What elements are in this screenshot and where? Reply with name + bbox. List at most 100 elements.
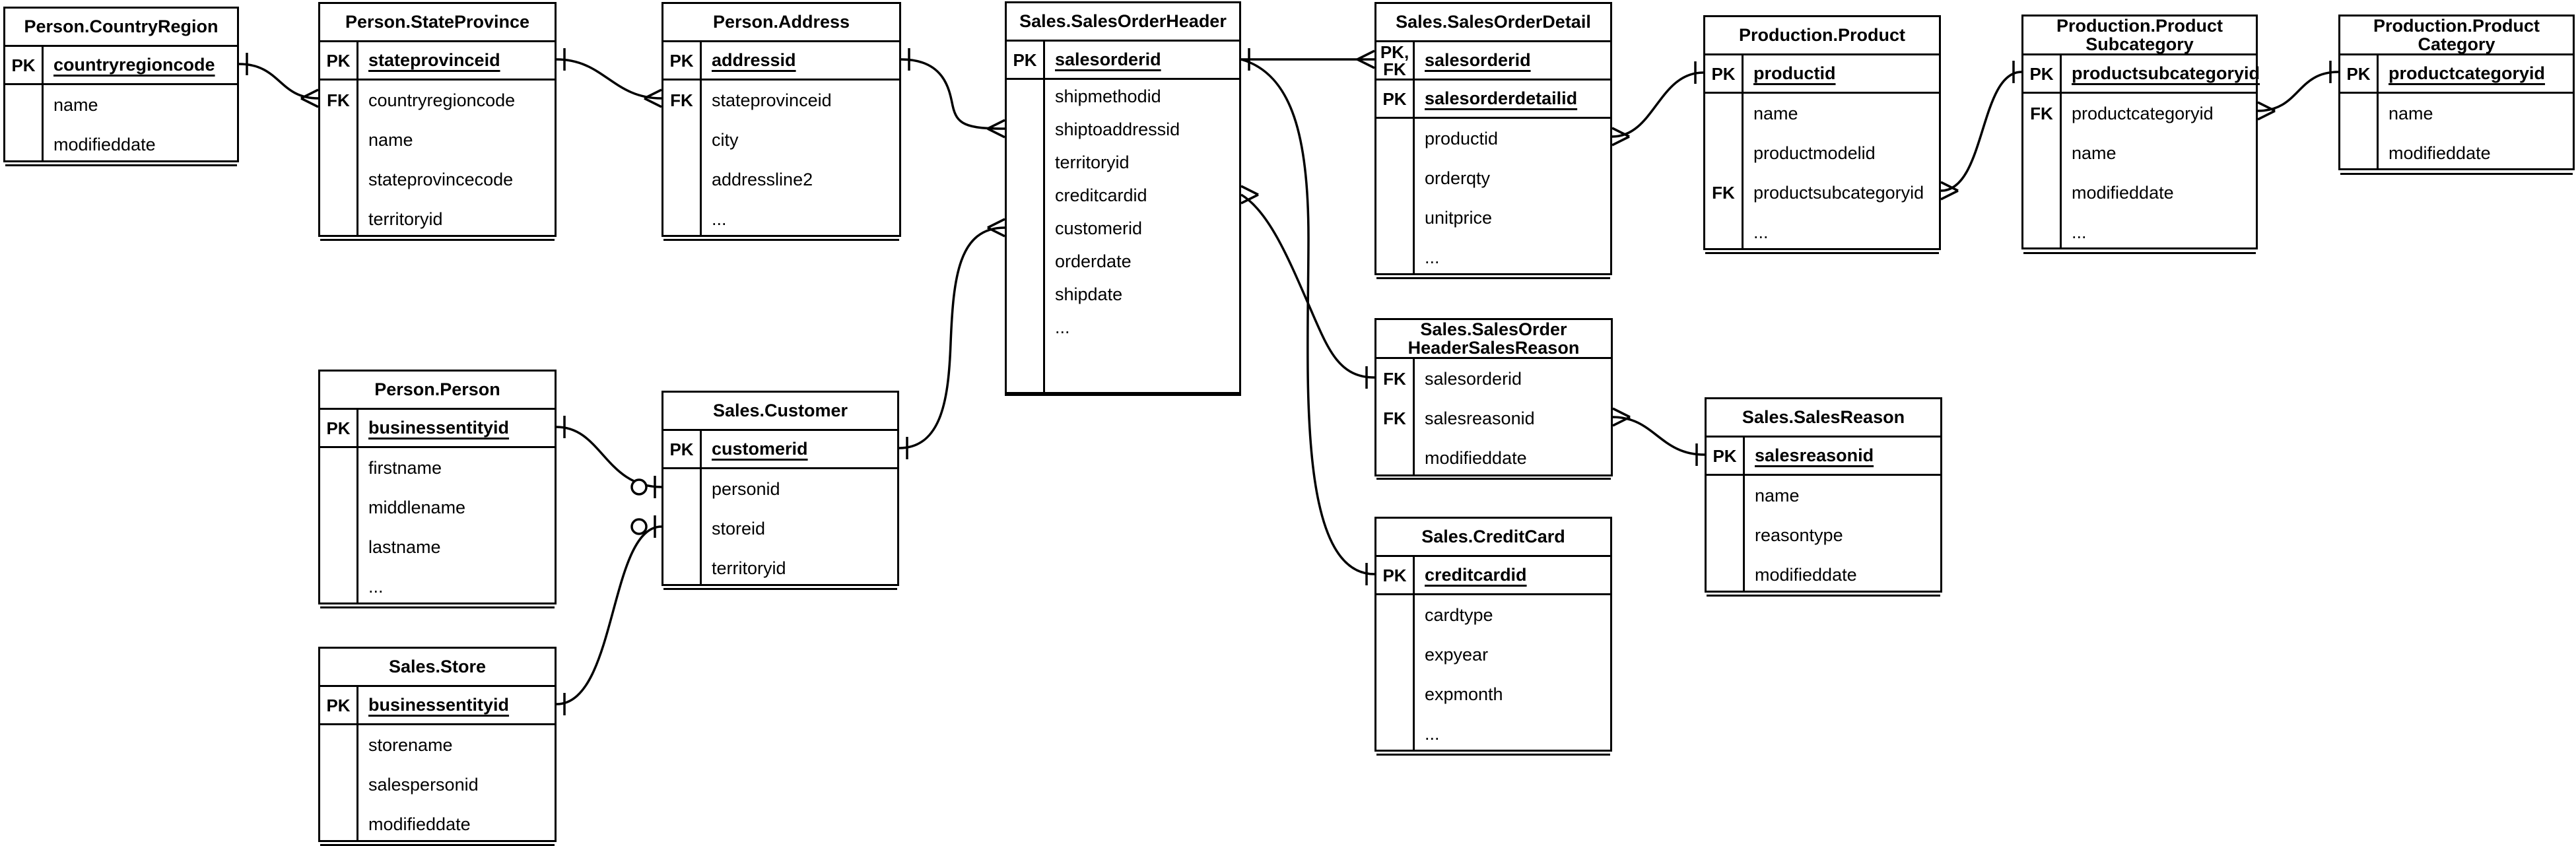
relationship-stateprovince-address (556, 48, 662, 108)
entity-title-line: Production.Product (2373, 16, 2540, 36)
relationship-line (1611, 71, 1704, 138)
attribute-row: cardtype (1376, 595, 1610, 635)
attribute-name: salesreasonid (1425, 408, 1535, 428)
attribute-name: addressid (712, 50, 796, 70)
key-label (2023, 212, 2060, 252)
attribute-name: territoryid (712, 558, 786, 578)
attribute-name: ... (368, 576, 384, 597)
attribute-row: name (2023, 133, 2256, 173)
key-label (2340, 94, 2377, 133)
attribute-name: productcategoryid (2072, 103, 2214, 123)
attribute-name: customerid (1055, 218, 1143, 238)
relationship-salesorderheader-creditcard (1240, 58, 1375, 585)
crows-foot-marker (1612, 407, 1631, 418)
key-label (320, 160, 356, 199)
key-label: PK (11, 55, 36, 75)
key-label: FK (670, 90, 693, 110)
attribute-row: modifieddate (5, 125, 237, 164)
attribute-row: territoryid (1007, 146, 1239, 179)
relationship-line (1612, 416, 1705, 456)
attribute-row: territoryid (663, 548, 897, 588)
attribute-name: salesorderid (1425, 368, 1522, 389)
key-column-divider (356, 42, 358, 235)
attribute-name: salesreasonid (1755, 445, 1874, 465)
attribute-name: unitprice (1425, 207, 1493, 228)
key-label (1376, 198, 1413, 238)
key-label (320, 804, 356, 844)
entity-title: Sales.Store (320, 649, 555, 687)
attribute-name: ... (2072, 222, 2087, 242)
attribute-row: creditcardid (1007, 179, 1239, 212)
attribute-name: reasontype (1755, 525, 1843, 545)
attribute-name: ... (1425, 723, 1440, 744)
entity-title-line: Sales.Customer (712, 401, 848, 421)
entity-title-line: Sales.SalesReason (1742, 407, 1905, 428)
key-label: FK (2030, 104, 2053, 124)
attribute-row: shipmethodid (1007, 80, 1239, 113)
key-label: PK (326, 695, 351, 715)
key-label (1707, 555, 1743, 595)
entity-title-line: Person.Person (374, 379, 500, 400)
attribute-row: name (2340, 94, 2573, 133)
attribute-row: productid (1376, 119, 1610, 158)
attribute-row: firstname (320, 448, 555, 488)
attribute-name: territoryid (1055, 152, 1130, 172)
key-label (1007, 212, 1043, 245)
key-label: PK, FK (1380, 42, 1409, 79)
crows-foot-marker (2257, 101, 2276, 112)
attribute-name: ... (1753, 222, 1769, 242)
attribute-name: productsubcategoryid (1753, 182, 1924, 203)
key-label: PK (1711, 63, 1736, 84)
entity-title-line: Category (2418, 34, 2495, 55)
crows-foot-marker (1357, 49, 1375, 61)
attribute-name: name (1755, 485, 1800, 505)
entity-title-line: Sales.SalesOrderHeader (1019, 11, 1227, 32)
key-label (1007, 146, 1043, 179)
entity-title-line: Production.Product (2056, 16, 2223, 36)
attribute-name: productmodelid (1753, 143, 1876, 163)
attribute-name: city (712, 129, 739, 150)
crows-foot-marker (644, 88, 662, 100)
attribute-name: modifieddate (368, 814, 471, 834)
key-label: PK (1382, 88, 1407, 109)
key-column-divider (1413, 557, 1415, 750)
attribute-name: name (368, 129, 413, 150)
key-label: PK (2346, 63, 2371, 84)
key-label (663, 120, 700, 160)
attribute-row: ... (663, 199, 899, 239)
attribute-name: salesorderid (1055, 49, 1161, 69)
crows-foot-marker (300, 97, 319, 108)
attribute-name: middlename (368, 497, 466, 517)
